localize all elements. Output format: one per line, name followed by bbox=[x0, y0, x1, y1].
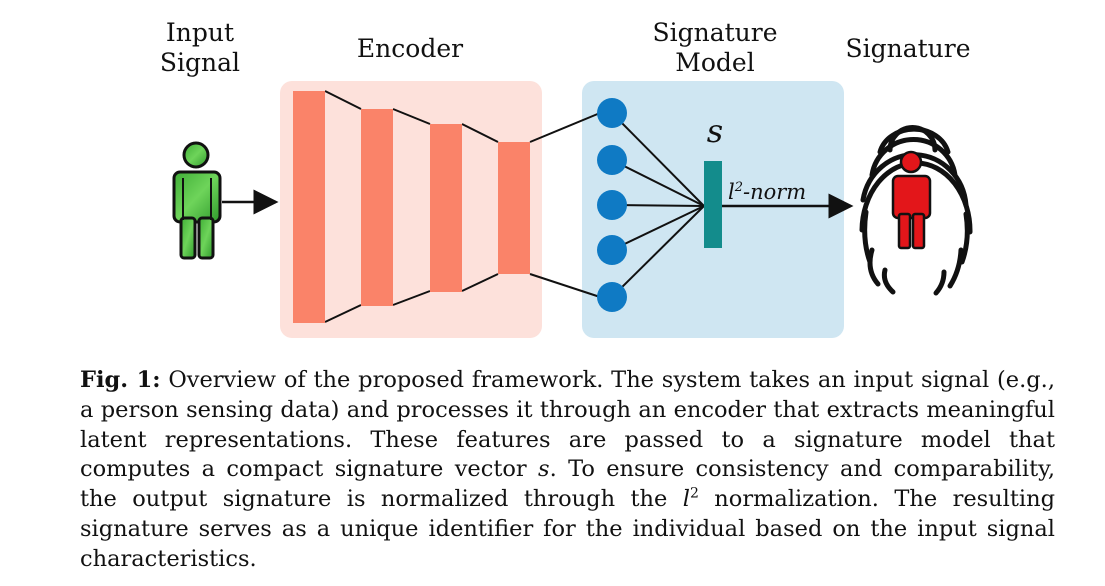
framework-diagram: Input Signal Encoder Signature Model Sig… bbox=[150, 18, 973, 338]
signature-model-label: Signature Model bbox=[640, 18, 790, 78]
norm-rest: -norm bbox=[743, 180, 807, 204]
encoder-layer bbox=[498, 142, 530, 274]
network-node bbox=[597, 98, 627, 128]
caption-text-1: Overview of the proposed framework. The … bbox=[80, 367, 1055, 483]
network-node bbox=[597, 282, 627, 312]
signature-person-icon bbox=[891, 150, 932, 250]
encoder-connections bbox=[324, 90, 499, 323]
norm-l: l bbox=[728, 180, 735, 204]
l2-norm-label: l2-norm bbox=[728, 180, 806, 204]
encoder-to-nodes bbox=[529, 112, 601, 298]
figure-caption: Fig. 1: Overview of the proposed framewo… bbox=[80, 366, 1055, 575]
node-connections bbox=[611, 112, 705, 298]
network-node bbox=[597, 190, 627, 220]
encoder-block bbox=[280, 81, 542, 338]
diagram-canvas bbox=[172, 81, 973, 338]
signature-label: Signature bbox=[845, 34, 971, 63]
encoder-layer bbox=[430, 124, 462, 292]
caption-text-2: . To ensure consistency and comparabilit… bbox=[80, 456, 1055, 513]
caption-l-symbol: l bbox=[682, 486, 690, 513]
signature-vector-symbol: s bbox=[706, 112, 724, 150]
input-label-line1: Input bbox=[165, 18, 235, 47]
caption-l-exponent: 2 bbox=[689, 485, 699, 502]
caption-s-symbol: s bbox=[538, 456, 550, 483]
input-signal-label: Input Signal bbox=[150, 18, 250, 78]
network-node bbox=[597, 145, 627, 175]
norm-exponent: 2 bbox=[734, 180, 743, 195]
input-label-line2: Signal bbox=[159, 48, 241, 77]
encoder-layer bbox=[361, 109, 393, 306]
encoder-label: Encoder bbox=[356, 34, 464, 63]
signature-model-line2: Model bbox=[675, 48, 755, 77]
signature-model-line1: Signature bbox=[652, 18, 778, 47]
encoder-layer bbox=[293, 91, 325, 323]
figure-label: Fig. 1: bbox=[80, 367, 161, 393]
network-node bbox=[597, 235, 627, 265]
input-person-icon bbox=[172, 141, 222, 260]
signature-vector bbox=[704, 161, 722, 248]
caption-text-3: normalization. The resulting signature s… bbox=[80, 486, 1055, 572]
